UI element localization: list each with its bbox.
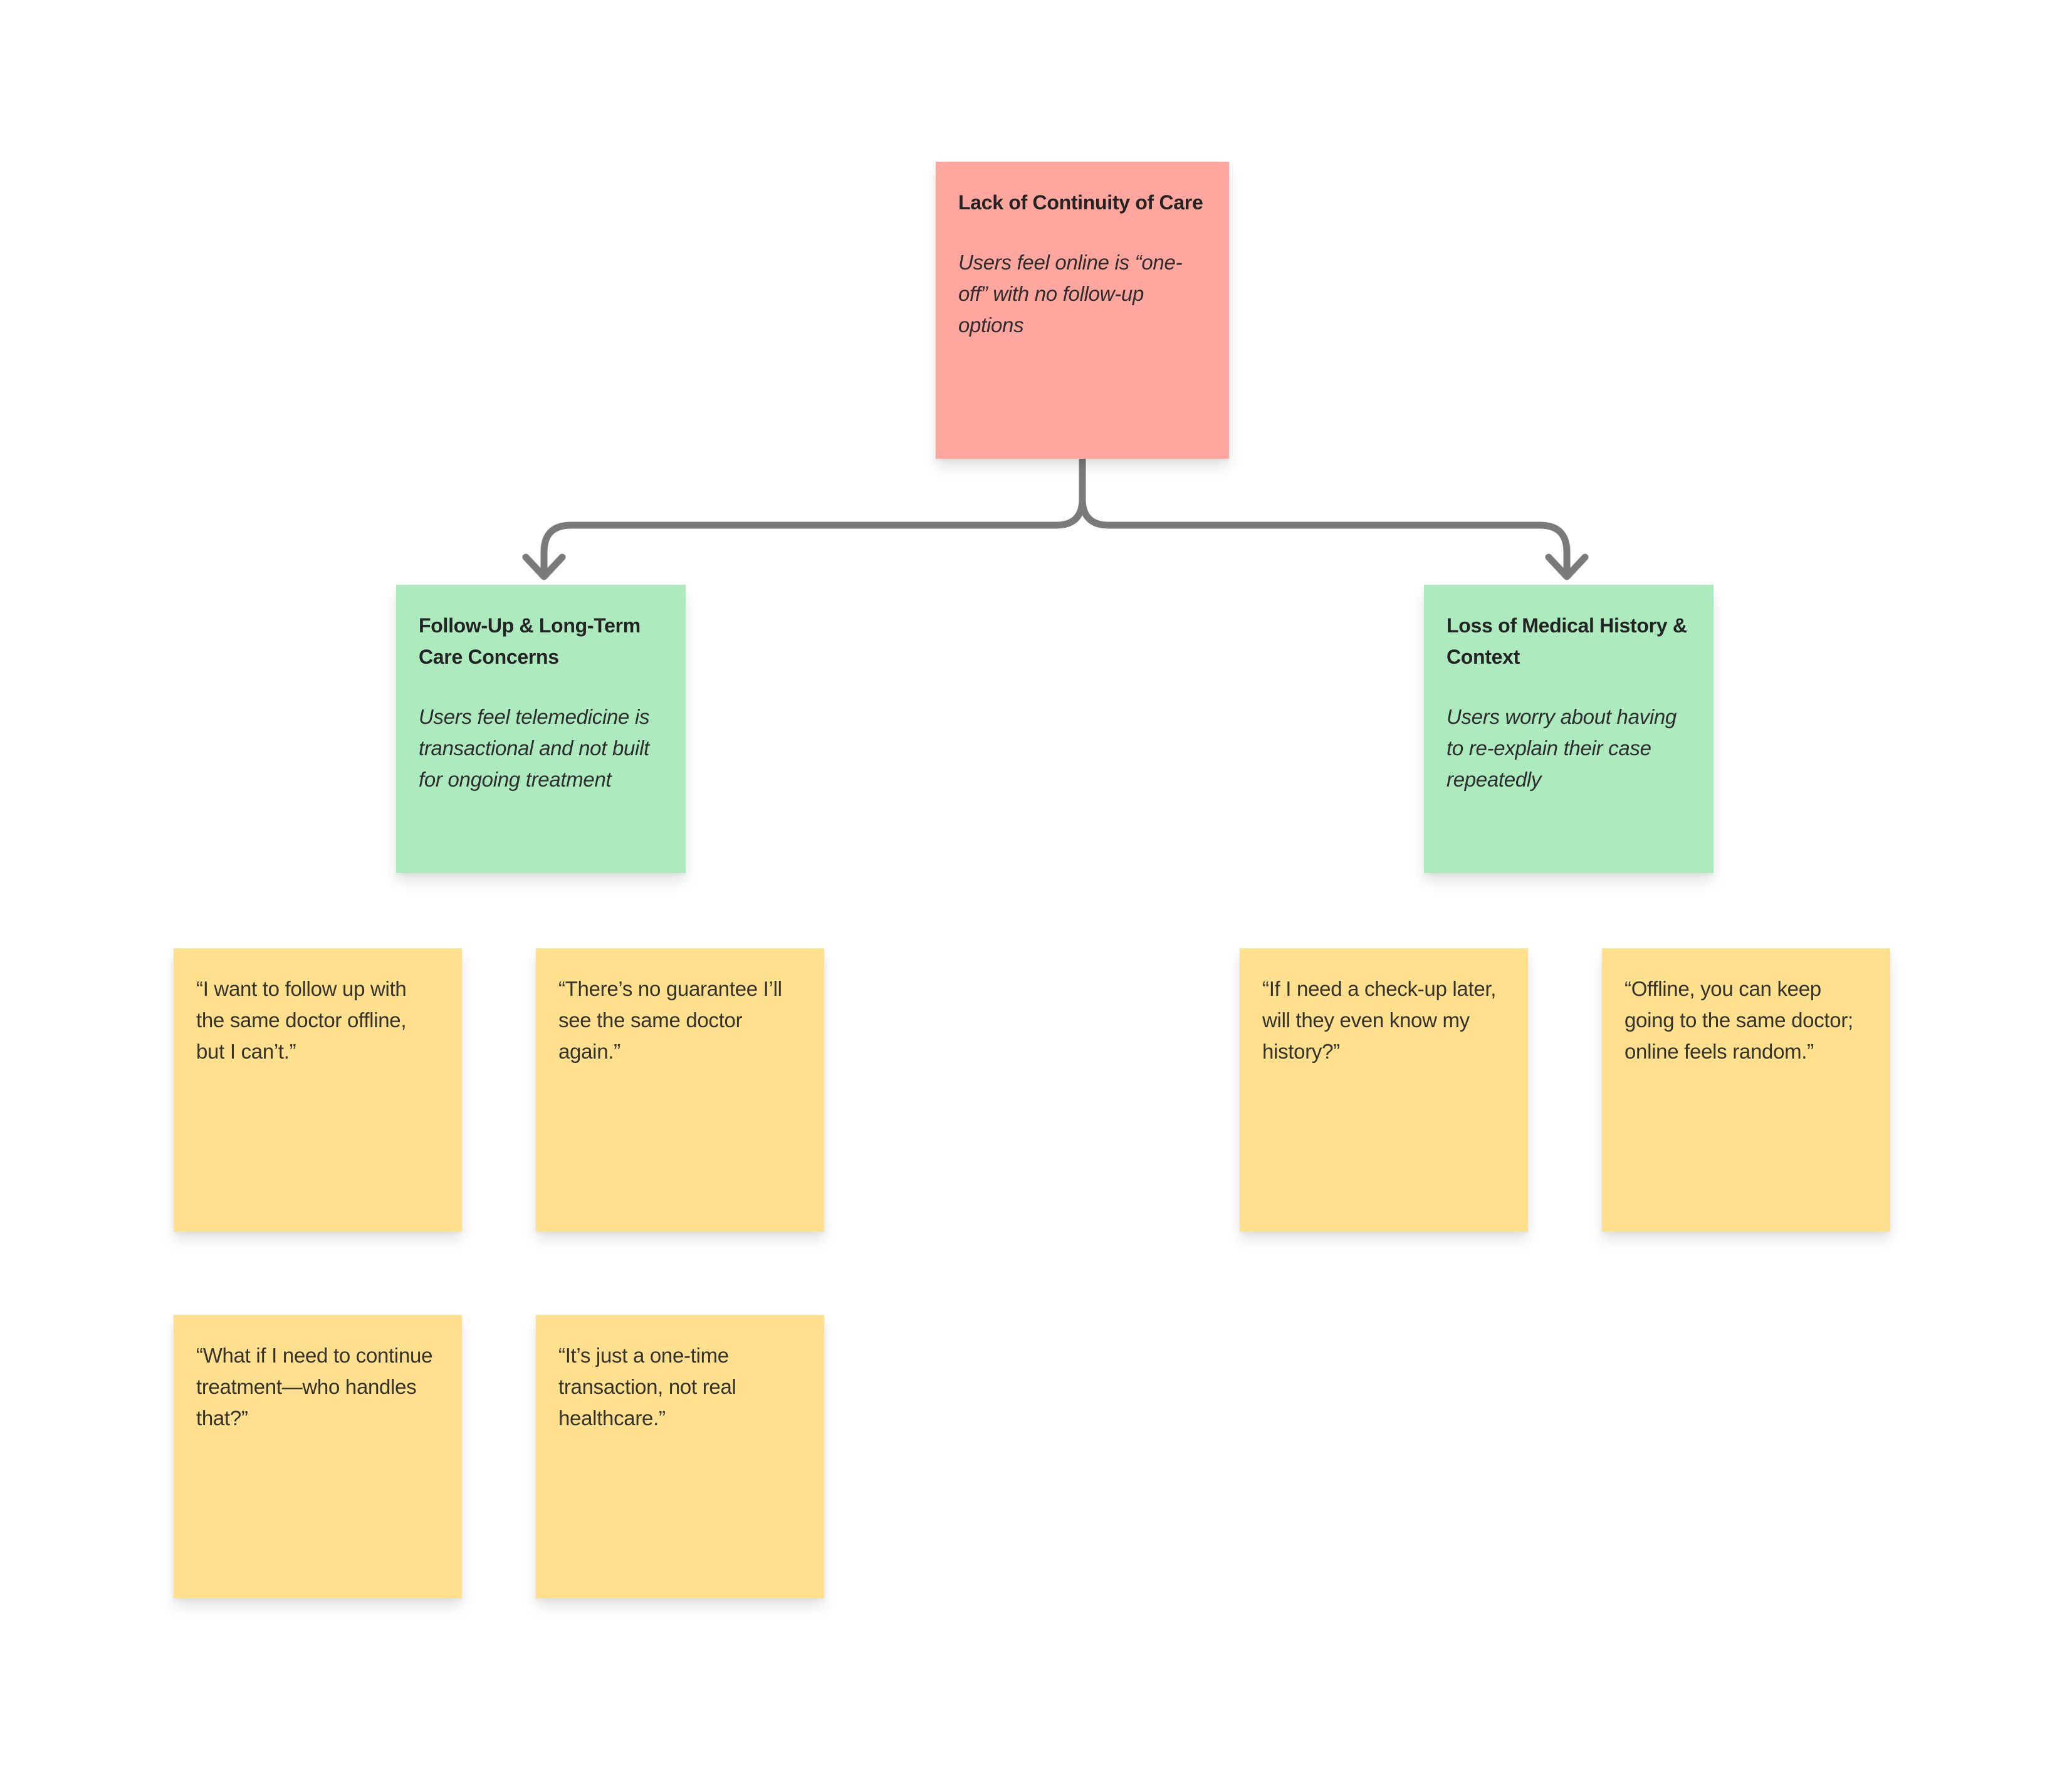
note-body: “There’s no guarantee I’ll see the same … (558, 977, 782, 1063)
note-body: “I want to follow up with the same docto… (196, 977, 407, 1063)
arrowhead-right-icon (1545, 553, 1589, 580)
note-body: “Offline, you can keep going to the same… (1625, 977, 1853, 1063)
note-title: Loss of Medical History & Context (1447, 614, 1687, 668)
note-title-line: Lack of Continuity of Care (958, 191, 1203, 214)
connector-branch-left[interactable] (540, 455, 1086, 575)
note-title: Follow-Up & Long-Term Care Concerns (419, 614, 641, 668)
sticky-note-theme-history[interactable]: Loss of Medical History & Context Users … (1424, 585, 1714, 873)
arrowhead-left-icon (522, 553, 566, 580)
sticky-note-root-lack-of-continuity[interactable]: Lack of Continuity of Care Users feel on… (936, 162, 1229, 459)
sticky-note-quote-followup-3[interactable]: “What if I need to continue treatment—wh… (174, 1315, 462, 1598)
sticky-note-theme-followup[interactable]: Follow-Up & Long-Term Care Concerns User… (396, 585, 686, 873)
sticky-note-quote-followup-2[interactable]: “There’s no guarantee I’ll see the same … (536, 948, 824, 1232)
sticky-note-quote-history-2[interactable]: “Offline, you can keep going to the same… (1602, 948, 1890, 1232)
note-body: “It’s just a one-time transaction, not r… (558, 1344, 736, 1430)
sticky-note-quote-followup-1[interactable]: “I want to follow up with the same docto… (174, 948, 462, 1232)
note-body: Users worry about having to re-explain t… (1447, 705, 1677, 791)
note-body: “What if I need to continue treatment—wh… (196, 1344, 433, 1430)
note-body: Users feel online is “one- off” with no … (958, 251, 1183, 337)
note-title: Lack of Continuity of Care (958, 187, 1206, 218)
sticky-note-quote-history-1[interactable]: “If I need a check-up later, will they e… (1240, 948, 1528, 1232)
connector-branch-right[interactable] (1079, 455, 1571, 575)
note-body: “If I need a check-up later, will they e… (1262, 977, 1497, 1063)
note-body: Users feel telemedicine is transactional… (419, 705, 650, 791)
sticky-note-quote-followup-4[interactable]: “It’s just a one-time transaction, not r… (536, 1315, 824, 1598)
